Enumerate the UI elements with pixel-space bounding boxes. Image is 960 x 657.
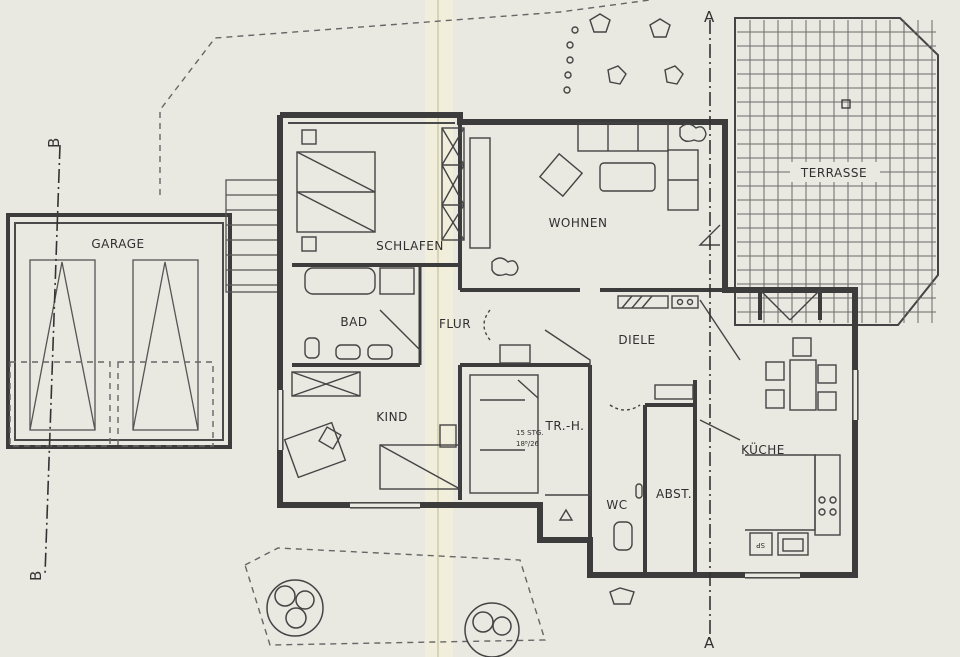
room-label-terrasse: TERRASSE: [800, 166, 867, 180]
room-label-abst: ABST.: [656, 487, 692, 501]
section-mark-b-bottom: B: [27, 571, 45, 581]
room-label-schlafen: SCHLAFEN: [376, 239, 444, 253]
room-label-flur: FLUR: [439, 317, 471, 331]
section-mark-a-top: A: [704, 8, 715, 26]
living-furniture: [469, 122, 721, 277]
room-label-diele: DIELE: [618, 333, 655, 347]
hall-details: [483, 289, 821, 411]
kids-room-furniture: [283, 371, 461, 490]
bathroom-fixtures: [304, 267, 421, 360]
stairs-rise-label: 18⁸/26: [516, 440, 540, 448]
property-line: [159, 0, 651, 195]
section-mark-b-top: B: [45, 138, 63, 148]
room-label-wohnen: WOHNEN: [549, 216, 608, 230]
room-label-treppenhaus: TR.-H.: [544, 419, 584, 433]
garden: [244, 13, 684, 657]
bedroom-furniture: [296, 127, 465, 252]
stairwell: [469, 329, 591, 521]
room-label-garage: GARAGE: [91, 237, 144, 251]
wc-fixtures: [613, 483, 643, 551]
room-label-wc: WC: [606, 498, 627, 512]
appliance-label-sp: SP: [756, 541, 765, 549]
section-mark-a-bottom: A: [704, 634, 715, 652]
room-label-kind: KIND: [376, 410, 408, 424]
kitchen-furniture: [699, 337, 841, 556]
stairs-count-label: 15 STG.: [516, 429, 544, 437]
entry-steps: [225, 179, 279, 293]
room-label-bad: BAD: [340, 315, 367, 329]
terrace: [734, 17, 939, 326]
room-label-kueche: KÜCHE: [741, 441, 785, 457]
section-lines: [44, 20, 711, 640]
garage: [6, 213, 232, 449]
